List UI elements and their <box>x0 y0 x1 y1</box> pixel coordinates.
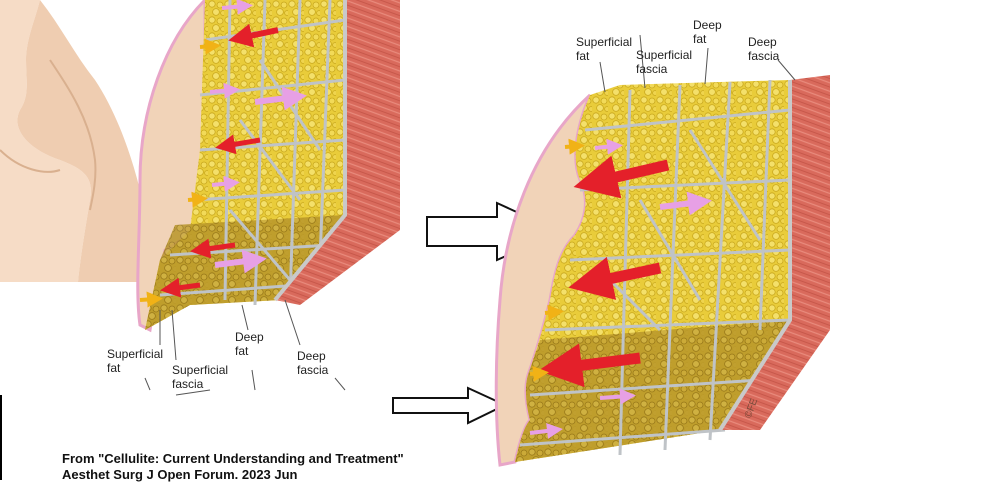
label-line: fat <box>576 49 590 63</box>
left-label-superficial-fascia: Superficial fascia <box>172 363 228 391</box>
label-line: Superficial <box>107 347 164 361</box>
label-line: fascia <box>748 49 780 63</box>
caption-line-1: From "Cellulite: Current Understanding a… <box>62 451 404 466</box>
left-label-leaders <box>144 299 346 396</box>
label-line: fat <box>235 344 249 358</box>
label-line: fat <box>107 361 121 375</box>
left-label-superficial-fat: Superficial fat <box>107 347 163 375</box>
left-arrows <box>139 0 307 308</box>
label-line: Deep <box>693 18 722 32</box>
caption-line-2: Aesthet Surg J Open Forum. 2023 Jun <box>62 467 298 482</box>
label-line: fat <box>693 32 707 46</box>
label-line: fascia <box>297 363 329 377</box>
figure-caption: From "Cellulite: Current Understanding a… <box>62 451 404 483</box>
left-cross-section <box>136 0 400 396</box>
right-label-superficial-fat: Superficial fat <box>576 35 632 63</box>
buttocks-illustration <box>0 0 148 282</box>
label-line: Superficial <box>636 48 693 62</box>
left-muscle-layer <box>275 0 400 305</box>
transition-arrow-lower <box>392 386 508 425</box>
label-line: fascia <box>172 377 204 391</box>
right-label-deep-fat: Deep fat <box>693 18 722 46</box>
label-line: fascia <box>636 62 668 76</box>
right-arrows <box>529 138 712 439</box>
label-line: Superficial <box>576 35 633 49</box>
right-cross-section <box>494 34 830 467</box>
label-line: Deep <box>748 35 777 49</box>
right-label-leaders <box>599 34 796 93</box>
right-label-deep-fascia: Deep fascia <box>748 35 779 63</box>
label-line: Deep <box>297 349 326 363</box>
right-muscle-layer <box>720 75 830 430</box>
right-label-superficial-fascia: Superficial fascia <box>636 48 692 76</box>
label-line: Superficial <box>172 363 229 377</box>
left-label-deep-fascia: Deep fascia <box>297 349 328 377</box>
label-line: Deep <box>235 330 264 344</box>
left-label-deep-fat: Deep fat <box>235 330 264 358</box>
